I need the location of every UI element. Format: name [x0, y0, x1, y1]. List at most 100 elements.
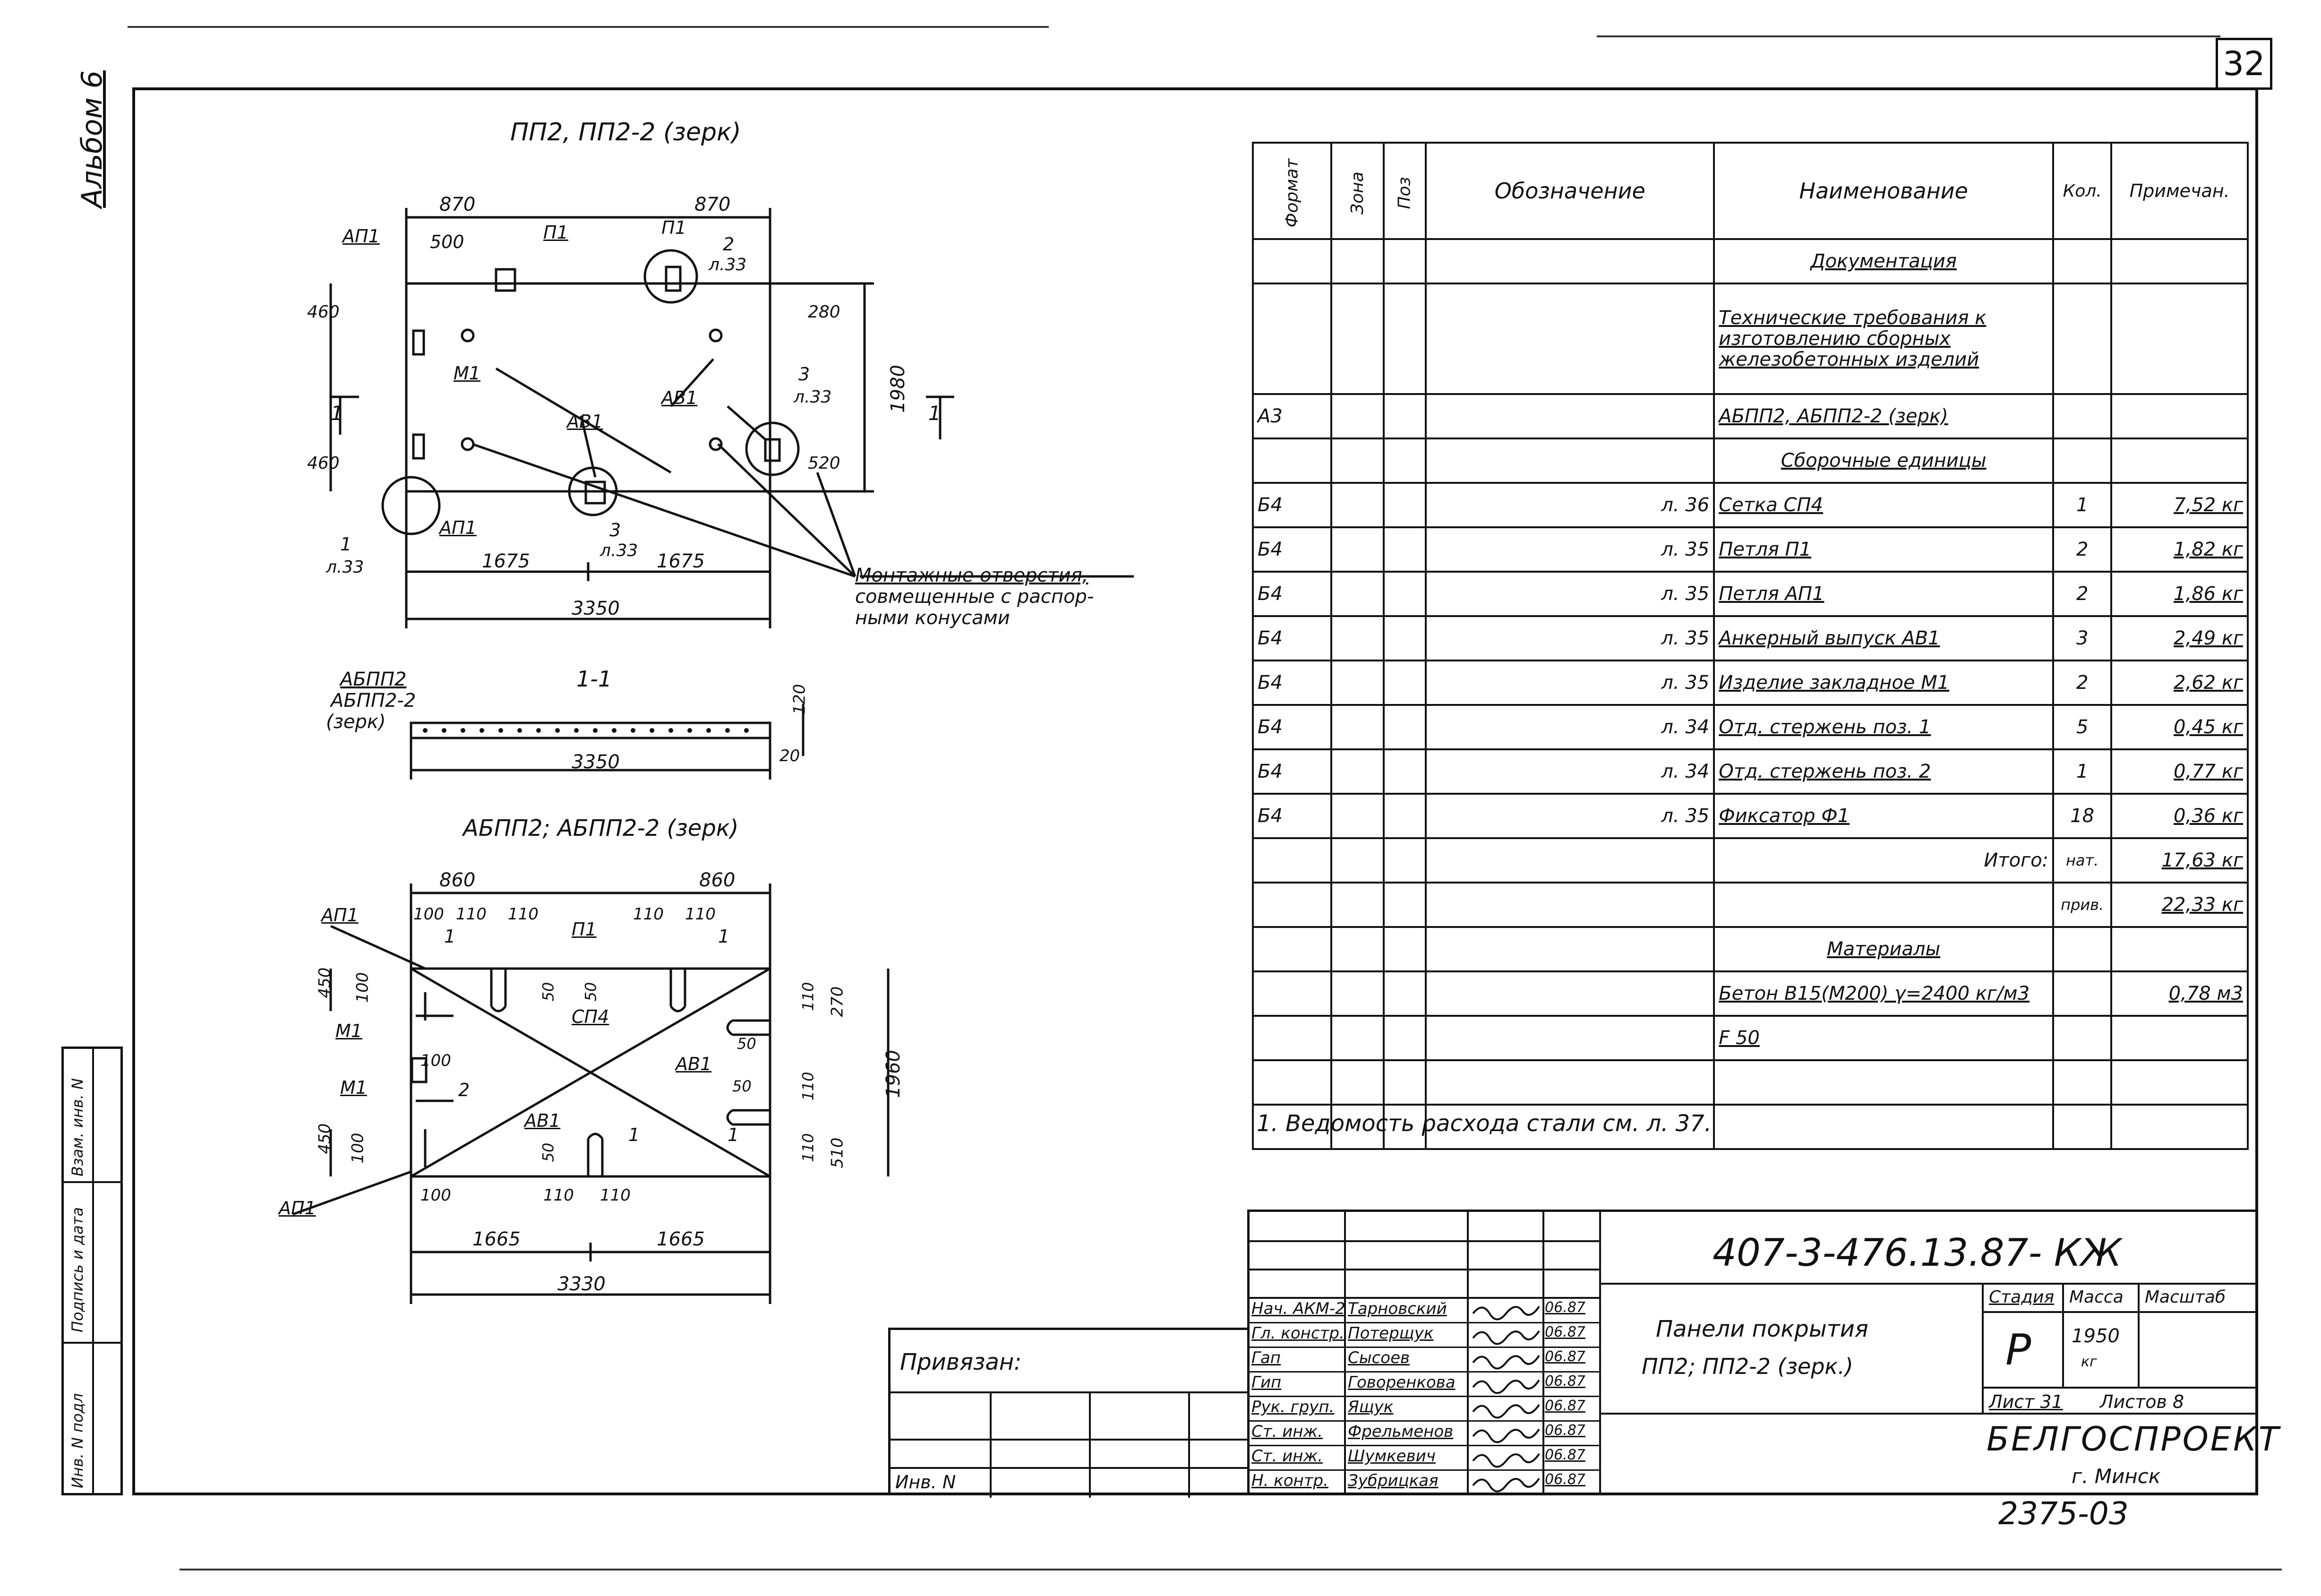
plan1-label-av1-b: АВ1	[661, 387, 698, 408]
spec-cell-qty: нат.	[2052, 837, 2113, 884]
plan2-dim-110-f: 110	[600, 1186, 631, 1205]
plan1-label-m1: М1	[454, 363, 480, 384]
signature-date: 06.87	[1545, 1299, 1585, 1316]
organization-name: БЕЛГОСПРОЕКТ	[1987, 1420, 2281, 1459]
spec-cell-format: Б4	[1251, 615, 1333, 661]
section-marker-right: 1	[928, 402, 941, 425]
signature-row-divider	[1250, 1469, 1599, 1471]
spec-cell-name: Анкерный выпуск АВ1	[1713, 615, 2055, 661]
plan2-dim-450-top: 450	[315, 967, 334, 998]
spec-cell-qty	[2052, 926, 2113, 972]
plan2-dim-50-b: 50	[582, 982, 600, 1002]
section-label-abpp2: АБПП2	[340, 669, 407, 690]
plan2-dim-270: 270	[828, 986, 847, 1017]
signature-role: Н. контр.	[1251, 1471, 1328, 1490]
spec-cell-pos	[1382, 748, 1427, 795]
plan2-dim-110-i: 110	[799, 1133, 817, 1162]
spec-cell-pos	[1382, 238, 1427, 284]
spec-cell-pos	[1382, 704, 1427, 750]
spec-cell-zone	[1330, 970, 1385, 1017]
spec-cell-code	[1425, 238, 1715, 284]
spec-row: Сборочные единицы	[1251, 438, 2249, 484]
spec-cell-name: Фиксатор Ф1	[1713, 793, 2055, 839]
plan2-label-1-d: 1	[628, 1124, 640, 1145]
spec-cell-pos	[1382, 1104, 1427, 1150]
section-label-abpp2-2: АБПП2-2	[331, 690, 416, 712]
section-label-mirror: (зерк)	[326, 711, 386, 733]
spec-cell-name: Петля АП1	[1713, 571, 2055, 617]
spec-cell-zone	[1330, 615, 1385, 661]
spec-cell-pos	[1382, 660, 1427, 706]
plan2-label-2: 2	[458, 1080, 470, 1100]
mounting-holes-note-2: совмещенные с распор-	[855, 586, 1094, 608]
spec-cell-note: 1,86 кг	[2110, 571, 2249, 617]
signature-row-divider	[1250, 1322, 1599, 1323]
plan1-label-l33-b: л.33	[794, 387, 832, 407]
binding-inv-label: Инв. N	[895, 1472, 956, 1493]
sheet-number: 32	[2216, 38, 2272, 90]
signature-role: Ст. инж.	[1251, 1447, 1323, 1466]
handwritten-signature	[1472, 1477, 1540, 1493]
spec-cell-format	[1251, 1104, 1333, 1150]
plan2-dim-860-right: 860	[699, 869, 736, 891]
plan2-dim-50-c: 50	[737, 1035, 756, 1053]
spec-cell-name: Отд. стержень поз. 2	[1713, 748, 2055, 795]
handwritten-signature	[1472, 1355, 1540, 1370]
spec-row	[1251, 1059, 2249, 1106]
spec-header-name: Наименование	[1713, 142, 2055, 240]
spec-cell-format: Б4	[1251, 482, 1333, 528]
spec-cell-pos	[1382, 393, 1427, 439]
scale-label: Масштаб	[2145, 1287, 2226, 1307]
spec-cell-note	[2110, 283, 2249, 395]
spec-row: Итого:нат.17,63 кг	[1251, 837, 2249, 884]
spec-cell-zone	[1330, 882, 1385, 928]
spec-cell-qty: 1	[2052, 482, 2113, 528]
spec-cell-pos	[1382, 1059, 1427, 1106]
plan1-dim-1675-right: 1675	[657, 550, 705, 572]
signature-name: Ящук	[1348, 1398, 1394, 1416]
plan2-label-1-b: 1	[718, 926, 730, 947]
plan1-dim-500-a: 500	[430, 232, 464, 252]
footnote: 1. Ведомость расхода стали см. л. 37.	[1257, 1110, 1712, 1137]
plan2-dim-100-top: 100	[413, 905, 444, 924]
plan2-dim-50-a: 50	[539, 982, 557, 1002]
spec-cell-format: Б4	[1251, 793, 1333, 839]
signature-name: Фрельменов	[1348, 1422, 1454, 1441]
signature-row-divider	[1250, 1396, 1599, 1397]
spec-cell-qty: 2	[2052, 571, 2113, 617]
plan2-dim-100-mid: 100	[420, 1051, 451, 1070]
spec-cell-zone	[1330, 482, 1385, 528]
spec-cell-qty	[2052, 283, 2113, 395]
spec-cell-pos	[1382, 482, 1427, 528]
spec-cell-code: л. 36	[1425, 482, 1715, 528]
spec-cell-qty: 5	[2052, 704, 2113, 750]
signature-name: Зубрицкая	[1348, 1471, 1439, 1490]
signature-date: 06.87	[1545, 1348, 1585, 1365]
signature-role: Гл. констр.	[1251, 1324, 1345, 1343]
plan2-dim-3330: 3330	[557, 1273, 606, 1295]
spec-cell-pos	[1382, 793, 1427, 839]
plan2-dim-110-g: 110	[799, 982, 817, 1011]
spec-cell-qty	[2052, 438, 2113, 484]
spec-cell-qty	[2052, 1104, 2113, 1150]
plan2-dim-510: 510	[828, 1137, 847, 1168]
mounting-holes-note-3: ными конусами	[855, 607, 1010, 629]
plan2-label-sp4: СП4	[572, 1006, 609, 1027]
plan2-dim-1960: 1960	[882, 1050, 904, 1098]
plan1-label-2: 2	[723, 234, 735, 255]
spec-cell-name	[1713, 882, 2055, 928]
plan2-label-av1-b: АВ1	[524, 1110, 561, 1131]
spec-cell-qty: 18	[2052, 793, 2113, 839]
plan1-label-p1-a: П1	[543, 222, 568, 243]
spec-cell-name: F 50	[1713, 1015, 2055, 1061]
plan2-dim-100-bottom: 100	[420, 1186, 451, 1205]
plan1-label-ap1-top: АП1	[343, 226, 380, 247]
spec-cell-zone	[1330, 1015, 1385, 1061]
spec-cell-code: л. 34	[1425, 704, 1715, 750]
signature-date: 06.87	[1545, 1471, 1585, 1488]
